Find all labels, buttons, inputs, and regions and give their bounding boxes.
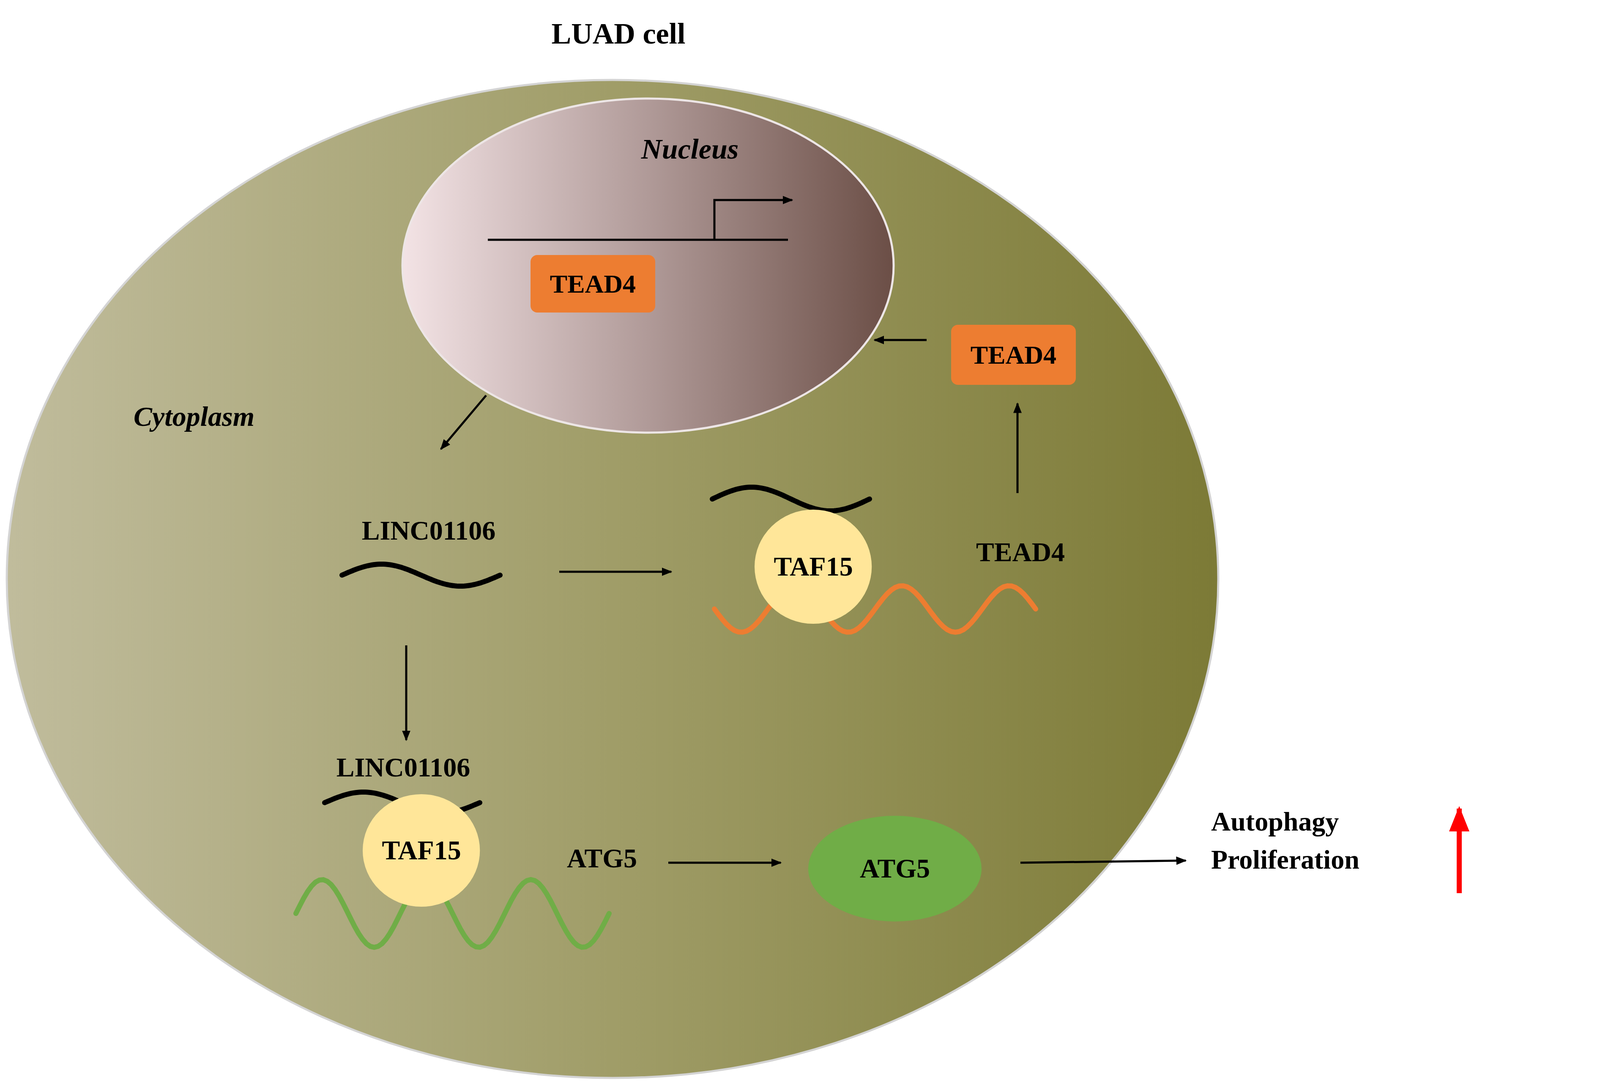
arrow <box>559 570 672 573</box>
arrow <box>668 861 781 864</box>
protein-circle: TAF15 <box>362 793 480 907</box>
protein-name: TEAD4 <box>970 339 1057 370</box>
molecule-label: LINC01106 <box>336 751 471 783</box>
protein-box: TEAD4 <box>951 324 1076 385</box>
arrow <box>440 395 487 449</box>
outcome-label: Autophagy Proliferation <box>1211 802 1360 879</box>
protein-name: TEAD4 <box>549 268 636 299</box>
arrow <box>1456 808 1462 893</box>
protein-circle: TAF15 <box>754 509 872 624</box>
rna-strand <box>712 486 870 511</box>
region-label: Nucleus <box>641 132 739 166</box>
nucleus-outline: NucleusTEAD4 <box>401 97 895 434</box>
protein-name: TAF15 <box>381 834 461 866</box>
arrow <box>405 645 408 740</box>
molecule-label: LINC01106 <box>361 514 496 547</box>
molecule-label: TEAD4 <box>976 536 1065 568</box>
translocation-arrow <box>874 339 927 342</box>
arrow <box>1016 403 1019 493</box>
protein-name: ATG5 <box>859 852 930 884</box>
region-label: Cytoplasm <box>133 400 255 433</box>
molecule-label: ATG5 <box>566 842 638 874</box>
protein-ellipse: ATG5 <box>808 815 982 922</box>
protein-name: TAF15 <box>773 550 853 583</box>
promoter-arrow <box>714 199 793 240</box>
gene-line <box>487 238 788 241</box>
cell-outline: CytoplasmNucleusTEAD4TEAD4TAF15TAF15ATG5 <box>5 78 1220 1079</box>
arrow <box>1020 860 1186 863</box>
cell-title: LUAD cell <box>551 16 686 51</box>
rna-strand <box>341 563 501 586</box>
protein-box: TEAD4 <box>530 254 656 313</box>
